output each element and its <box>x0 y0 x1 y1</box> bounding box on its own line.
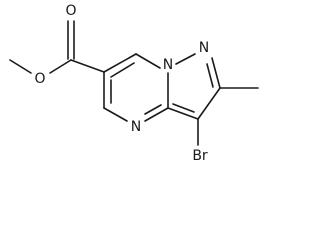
bond-c7-n8 <box>135 53 161 69</box>
bond-n1-c2-inner <box>206 63 214 88</box>
atom-label-layer: O O N N N Br <box>34 3 209 164</box>
atom-ester-oxygen: O <box>34 71 45 87</box>
bond-c6-c7 <box>103 53 137 73</box>
bond-c3-c3a <box>167 107 199 120</box>
chemical-structure-diagram: O O N N N Br <box>9 3 259 164</box>
bond-c2-c3 <box>197 87 221 120</box>
bond-n1-c2 <box>211 57 221 89</box>
atom-pyrazole-nitrogen: N <box>199 40 209 56</box>
atom-bridgehead-nitrogen: N <box>163 57 173 73</box>
bond-n4-c5 <box>103 107 128 122</box>
bond-c3a-n4-inner <box>144 104 162 115</box>
bond-layer <box>9 20 259 146</box>
bond-methyl-oxygen <box>9 59 32 74</box>
atom-bromine: Br <box>192 148 208 164</box>
atom-carbonyl-oxygen: O <box>65 3 76 19</box>
bond-n8-n1 <box>175 53 196 65</box>
bond-c6-c7-inner <box>110 62 135 78</box>
bond-oxygen-carbonyl-carbon <box>49 59 72 74</box>
bond-c3a-n4 <box>144 107 169 122</box>
atom-pyrimidine-nitrogen: N <box>131 119 141 135</box>
bond-carbonyl-to-ring <box>70 59 105 73</box>
bond-c3-c3a-inner <box>172 103 195 113</box>
